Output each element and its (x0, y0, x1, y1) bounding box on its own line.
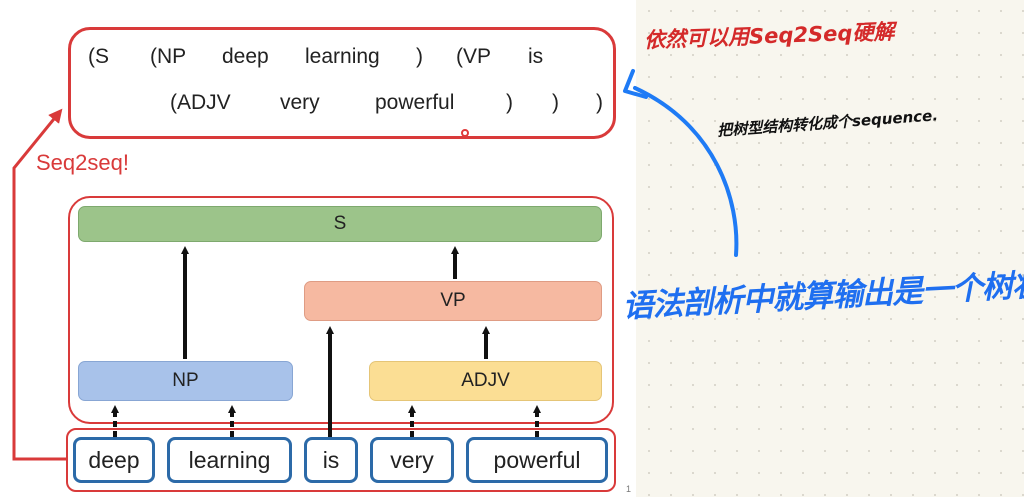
node-vp: VP (304, 281, 602, 321)
seq-token: (VP (456, 45, 492, 68)
seq-token: ) (416, 45, 423, 68)
word-very: very (370, 437, 454, 483)
pointer-dot (461, 129, 469, 137)
seq-token: powerful (375, 91, 455, 114)
seq-token: ) (596, 91, 603, 114)
seq-token: ) (506, 91, 513, 114)
word-frame (66, 428, 616, 492)
seq-token: ) (552, 91, 559, 114)
blue-annotation-arrow (633, 86, 739, 257)
page-number: 1 (626, 484, 632, 494)
seq-token: (ADJV (170, 91, 231, 114)
seq-token: learning (305, 45, 380, 68)
blue-arrowhead (623, 69, 648, 99)
seq2seq-arrow (12, 108, 66, 461)
seq-token: is (528, 45, 544, 68)
word-deep: deep (73, 437, 155, 483)
seq-token: deep (222, 45, 269, 68)
node-s: S (78, 206, 602, 242)
seq-token: (NP (150, 45, 187, 68)
seq2seq-label: Seq2seq! (36, 150, 129, 175)
tree-frame (68, 196, 614, 424)
seq-token: (S (88, 45, 109, 68)
word-is: is (304, 437, 358, 483)
word-learning: learning (167, 437, 292, 483)
slide: (S (NP deep learning ) (VP is (ADJV very… (0, 0, 636, 497)
node-adjv: ADJV (369, 361, 602, 401)
node-np: NP (78, 361, 293, 401)
seq-token: very (280, 91, 320, 114)
word-powerful: powerful (466, 437, 608, 483)
sequence-box (68, 27, 616, 139)
